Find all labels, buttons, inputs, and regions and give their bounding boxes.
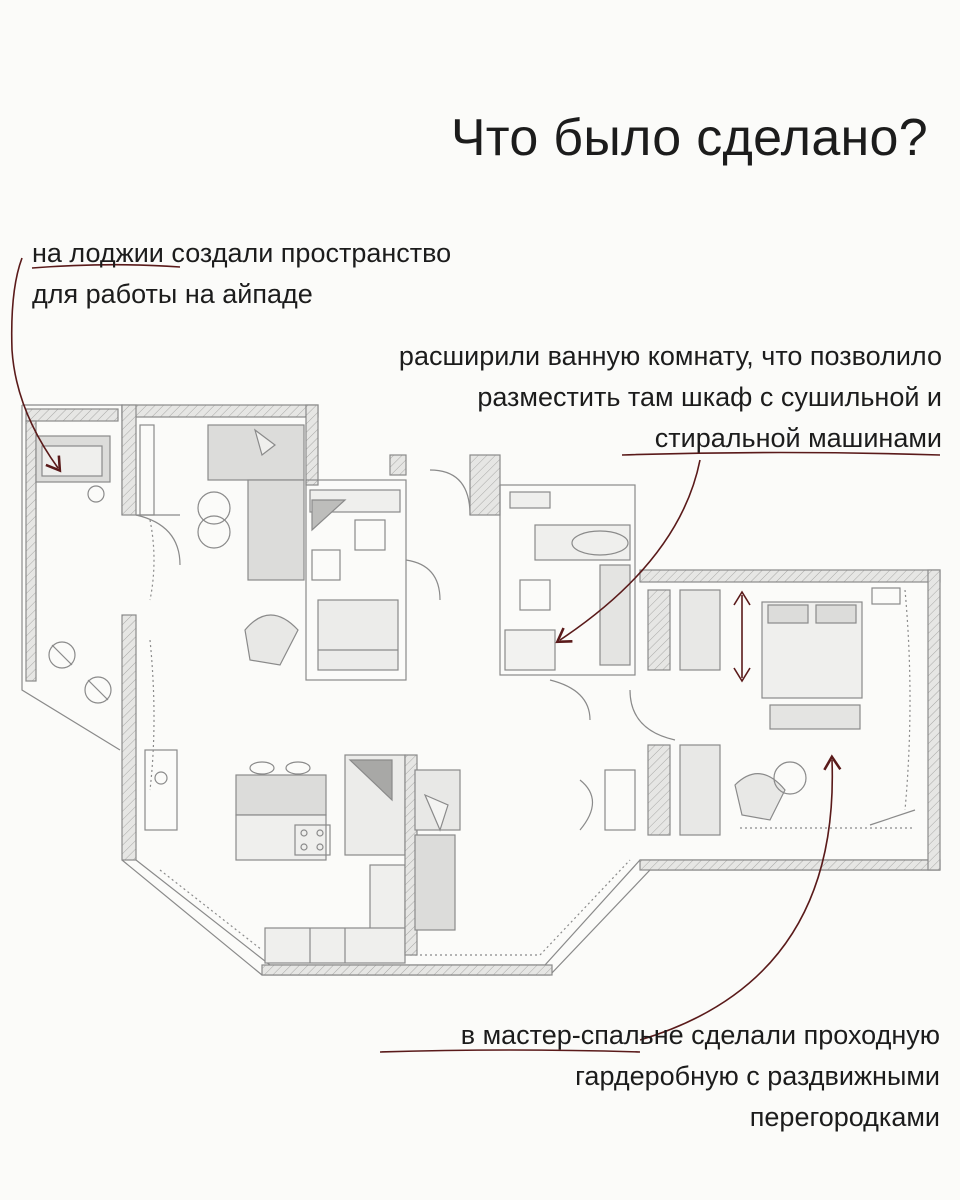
bathroom xyxy=(429,454,636,676)
annotation-arrows xyxy=(10,257,941,1053)
note-master-line: в мастер-спальне сделали проходную xyxy=(460,1020,940,1050)
arrow-loggia xyxy=(10,257,62,473)
arrow-bath xyxy=(555,459,701,644)
bedroom-2 xyxy=(404,754,636,956)
note-bathroom-line: расширили ванную комнату, что позволило xyxy=(398,341,942,371)
note-bathroom: расширили ванную комнату, что позволило … xyxy=(399,336,942,459)
loggia xyxy=(21,404,123,751)
wc-room xyxy=(305,454,441,681)
note-loggia: на лоджии создали пространство для работ… xyxy=(32,233,451,315)
underline-master xyxy=(379,1049,641,1053)
living-area-walls xyxy=(121,404,941,976)
note-bathroom-line: разместить там шкаф с сушильной и xyxy=(477,382,942,412)
note-loggia-line: для работы на айпаде xyxy=(32,279,313,309)
underline-bath xyxy=(621,451,941,456)
page-title: Что было сделано? xyxy=(450,109,928,167)
note-bathroom-line: стиральной машинами xyxy=(654,423,942,453)
note-loggia-line: на лоджии создали пространство xyxy=(32,238,452,268)
underline-loggia xyxy=(31,263,181,269)
kitchen xyxy=(144,749,406,964)
note-master-bedroom: в мастер-спальне сделали проходную гарде… xyxy=(461,1015,940,1138)
note-master-line: перегородками xyxy=(749,1102,940,1132)
arrow-master xyxy=(639,754,842,1041)
sofa xyxy=(197,424,305,581)
armchair xyxy=(244,614,299,666)
master-bedroom xyxy=(639,569,941,871)
note-master-line: гардеробную с раздвижными xyxy=(575,1061,940,1091)
